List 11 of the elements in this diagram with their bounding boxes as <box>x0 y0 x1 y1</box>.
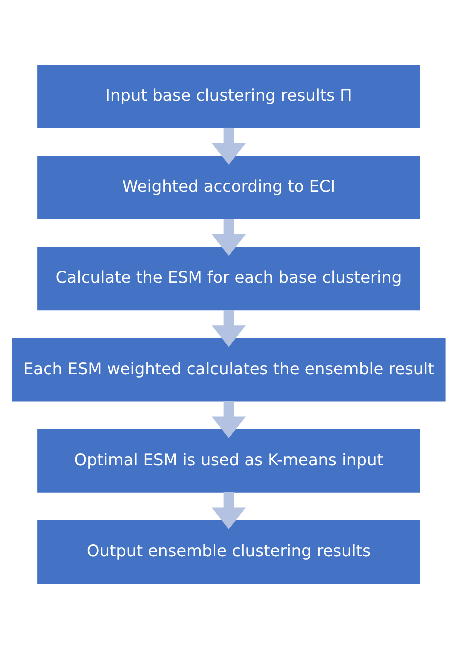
arrow <box>212 400 246 438</box>
node-box: Output ensemble clustering results <box>38 520 420 584</box>
node-box: Input base clustering results Π <box>38 64 420 128</box>
node-box: Weighted according to ECI <box>38 156 420 220</box>
node-box: Each ESM weighted calculates the ensemble result <box>12 338 446 402</box>
arrow <box>212 218 246 256</box>
node-box: Calculate the ESM for each base clustering <box>38 246 420 310</box>
arrow <box>212 127 246 165</box>
arrow <box>212 492 246 529</box>
node-box: Optimal ESM is used as K-means input <box>38 428 420 492</box>
arrow <box>212 310 246 347</box>
